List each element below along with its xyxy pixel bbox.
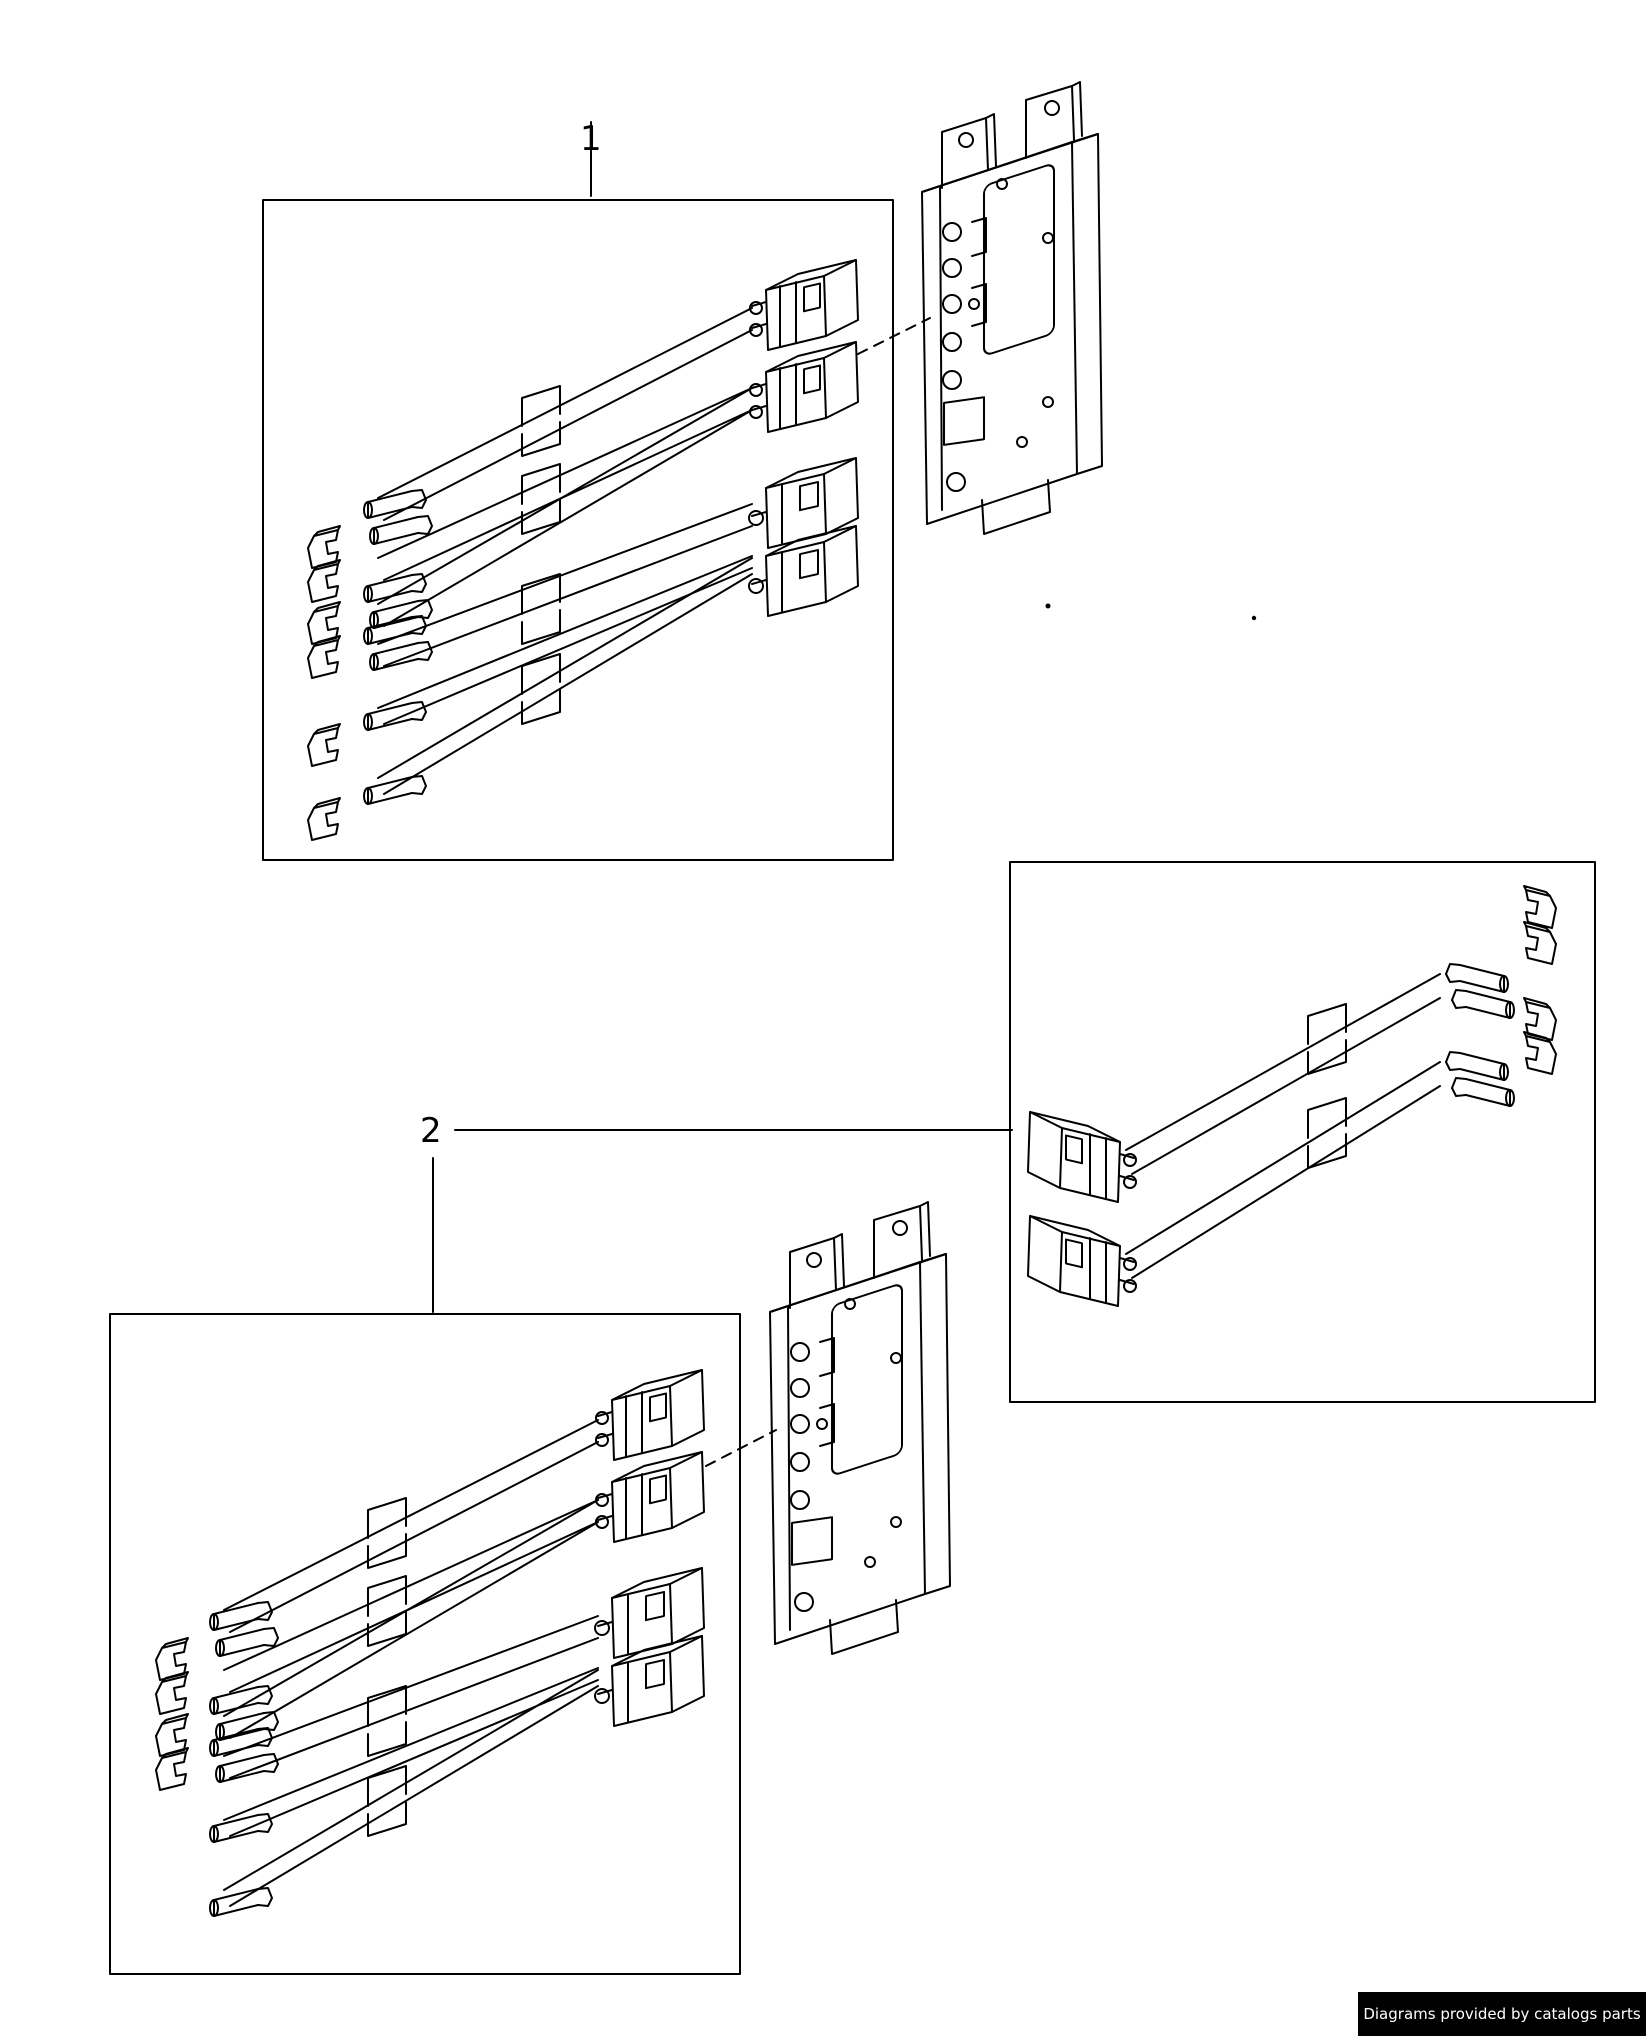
credit-badge: Diagrams provided by catalogs parts <box>1358 1992 1646 2036</box>
callout-label-2: 2 <box>420 1111 442 1151</box>
assembly-2 <box>109 861 1596 1975</box>
assembly-1 <box>262 81 1103 861</box>
callout-label-1: 1 <box>580 119 602 159</box>
